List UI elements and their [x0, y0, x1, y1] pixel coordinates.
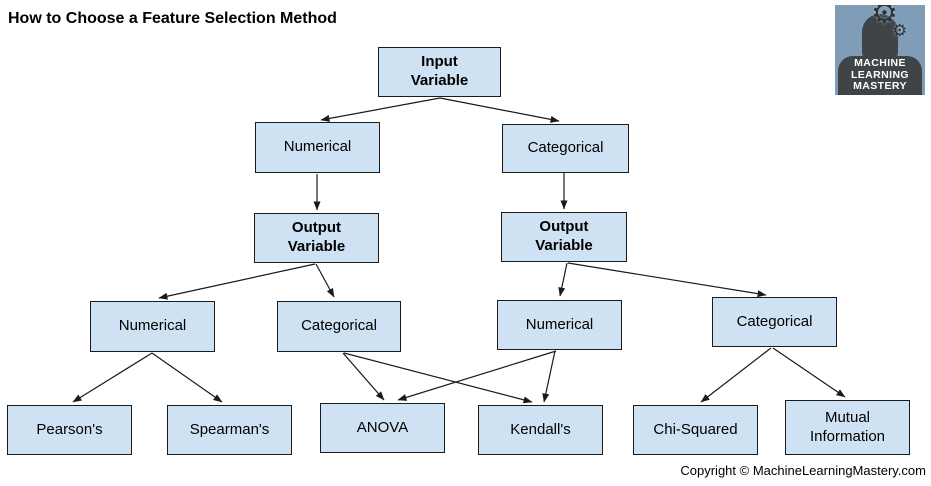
logo-wordmark: MACHINE LEARNING MASTERY: [835, 57, 925, 93]
arrow-output-right-to-categorical: [567, 262, 767, 298]
arrow-categorical-to-chi-squared: [700, 347, 772, 403]
logo-shoulders-silhouette: [838, 56, 922, 95]
node-chi-squared: Chi-Squared: [633, 405, 758, 455]
arrow-input-to-numerical: [320, 97, 441, 122]
arrow-numerical-to-pearsons: [72, 352, 153, 403]
page-title: How to Choose a Feature Selection Method: [8, 10, 337, 27]
node-mutual-information: Mutual Information: [785, 400, 910, 455]
node-input-categorical: Categorical: [502, 124, 629, 173]
gear-small-icon: ⚙: [892, 21, 908, 40]
node-spearmans: Spearman's: [167, 405, 292, 455]
node-output-numerical-left: Numerical: [90, 301, 215, 352]
arrow-numerical-to-spearmans: [151, 352, 223, 403]
gear-icon: ⚙: [871, 5, 898, 30]
copyright-notice: Copyright © MachineLearningMastery.com: [680, 463, 926, 478]
arrow-numerical-to-kendalls: [542, 350, 556, 403]
arrow-categorical-to-mutual-information: [772, 347, 846, 398]
machine-learning-mastery-logo: ⚙ ⚙ MACHINE LEARNING MASTERY: [835, 5, 925, 95]
arrow-output-right-to-numerical: [558, 262, 568, 297]
arrow-output-left-to-numerical: [158, 263, 316, 300]
node-output-categorical-left: Categorical: [277, 301, 401, 352]
logo-word-mastery: MASTERY: [853, 80, 907, 93]
node-input-numerical: Numerical: [255, 122, 380, 173]
node-output-variable-right: Output Variable: [501, 212, 627, 262]
logo-word-machine: MACHINE: [854, 57, 906, 69]
node-output-numerical-right: Numerical: [497, 300, 622, 350]
arrow-categorical-to-anova: [342, 352, 385, 401]
node-pearsons: Pearson's: [7, 405, 132, 455]
node-kendalls: Kendall's: [478, 405, 603, 455]
arrow-categorical-to-kendalls: [343, 352, 533, 404]
node-output-categorical-right: Categorical: [712, 297, 837, 347]
node-input-variable: Input Variable: [378, 47, 501, 97]
logo-head-silhouette: [862, 14, 898, 62]
arrow-numerical-to-anova: [397, 350, 557, 401]
node-anova: ANOVA: [320, 403, 445, 453]
arrow-output-left-to-categorical: [315, 263, 335, 298]
node-output-variable-left: Output Variable: [254, 213, 379, 263]
logo-word-learning: LEARNING: [850, 68, 910, 81]
arrow-input-to-categorical: [439, 97, 560, 123]
